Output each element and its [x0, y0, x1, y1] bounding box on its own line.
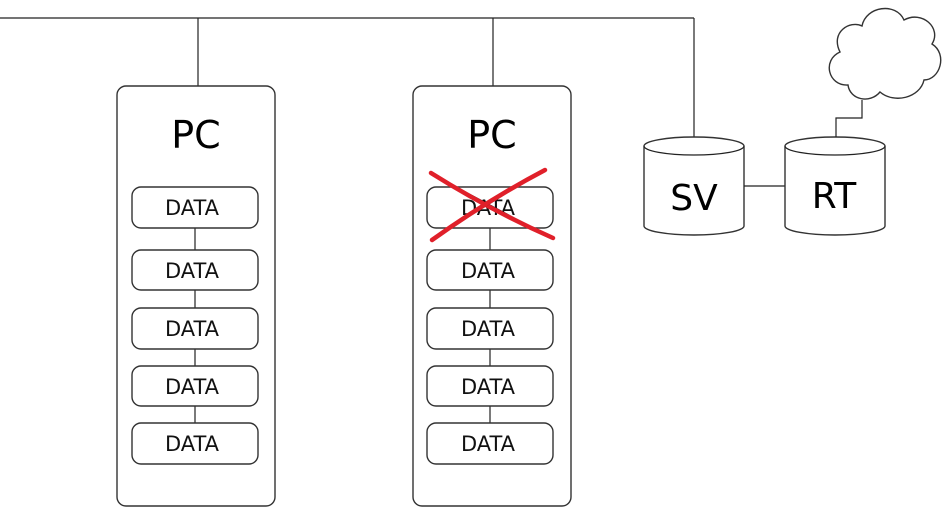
router-cylinder [784, 136, 886, 236]
router-node: RT [784, 136, 886, 236]
pc-1-data-label: DATA [165, 375, 220, 399]
server-node: SV [643, 136, 745, 236]
pc-2-data-block [426, 307, 554, 350]
pc-1-data-label: DATA [165, 259, 220, 283]
pc-2-data-block [426, 422, 554, 465]
server-cylinder-top [643, 145, 745, 156]
pc-2-data-block [426, 249, 554, 291]
pc-2-title: PC [467, 113, 516, 157]
pc-2-data-label: DATA [461, 432, 516, 456]
router-cloud-link [835, 100, 863, 137]
pc-1-data-block [131, 365, 259, 407]
x-mark-stroke [429, 167, 548, 243]
pc-1: PC DATA DATA DATA DATA DATA [116, 85, 276, 507]
cloud-icon [828, 7, 942, 100]
pc-2: PC DATA DATA DATA DATA DATA [412, 85, 572, 507]
x-mark-stroke [428, 170, 556, 241]
server-label: SV [670, 178, 718, 219]
server-cylinder [643, 136, 745, 236]
pc-1-data-label: DATA [165, 317, 220, 341]
pc-1-data-block [131, 249, 259, 291]
pc-1-data-stack: DATA DATA DATA DATA DATA [131, 186, 259, 465]
pc-2-data-label: DATA [461, 317, 516, 341]
pc-1-title: PC [171, 113, 220, 157]
pc-2-data-block [426, 365, 554, 407]
pc-2-data-label: DATA [461, 375, 516, 399]
pc-1-data-label: DATA [165, 432, 220, 456]
router-label: RT [812, 176, 857, 217]
pc-2-data-label: DATA [461, 259, 516, 283]
router-cylinder-top [784, 145, 886, 156]
pc-1-data-block [131, 186, 259, 229]
pc-1-data-label: DATA [165, 196, 220, 220]
x-mark-icon [428, 167, 556, 243]
pc-1-data-block [131, 422, 259, 465]
pc-1-data-block [131, 307, 259, 350]
